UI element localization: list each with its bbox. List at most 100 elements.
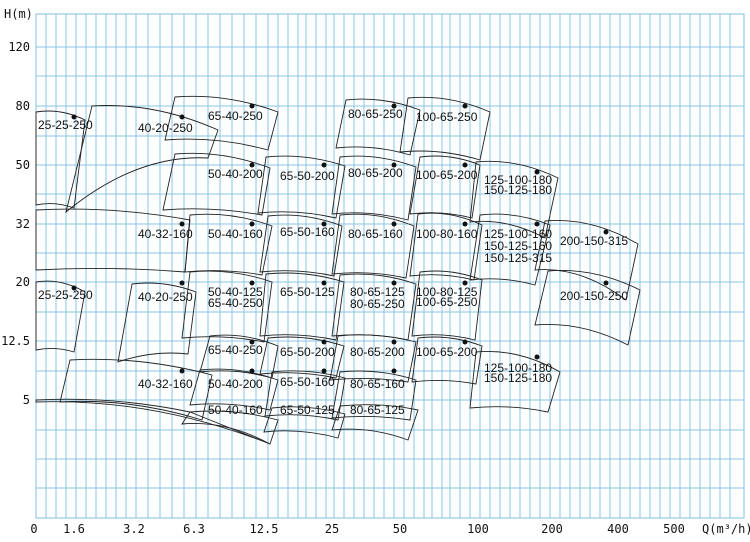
pump-region-outline — [469, 213, 551, 286]
model-label: 50-40-200 — [208, 377, 263, 391]
rated-point — [462, 280, 468, 286]
pump-region-outline — [65, 105, 219, 214]
x-tick-label: 12.5 — [250, 522, 279, 536]
model-label: 100-80-160 — [416, 227, 478, 241]
model-label: 25-25-250 — [38, 118, 93, 132]
model-label: 80-65-250 — [350, 297, 405, 311]
pump-region-outline — [331, 404, 419, 441]
pump-region-outline — [257, 155, 346, 219]
rated-point — [534, 354, 540, 360]
model-label: 150-125-180 — [484, 371, 552, 385]
x-tick-label: 500 — [663, 522, 685, 536]
rated-point — [321, 221, 327, 227]
pump-region-outline — [35, 110, 86, 209]
pump-region-outline — [162, 152, 271, 216]
pump-region-outline — [184, 213, 273, 276]
x-axis-title: Q(m³/h) — [702, 522, 750, 536]
pump-region-outline — [259, 272, 345, 341]
rated-point — [321, 339, 327, 345]
model-label: 125-100-180 — [484, 173, 552, 187]
y-tick-label: 12.5 — [1, 334, 30, 348]
rated-point — [249, 280, 255, 286]
model-label: 25-25-250 — [38, 288, 93, 302]
y-tick-label: 80 — [16, 99, 30, 113]
pump-region-outline — [331, 370, 417, 421]
model-label: 65-50-160 — [280, 375, 335, 389]
model-label: 80-65-125 — [350, 285, 405, 299]
x-tick-label: 3.2 — [123, 522, 145, 536]
pump-region-outline — [335, 98, 421, 156]
pump-region-outline — [329, 334, 417, 383]
model-label: 80-65-250 — [348, 107, 403, 121]
x-tick-label: 100 — [467, 522, 489, 536]
model-label: 50-40-125 — [208, 285, 263, 299]
y-tick-label: 20 — [16, 275, 30, 289]
rated-point — [462, 162, 468, 168]
rated-point — [462, 103, 468, 109]
model-label: 125-100-160 — [484, 227, 552, 241]
model-label: 80-65-160 — [350, 377, 405, 391]
x-tick-label: 1.6 — [63, 522, 85, 536]
model-label: 80-65-160 — [348, 227, 403, 241]
model-label: 80-65-125 — [350, 403, 405, 417]
pump-region-outline — [331, 213, 415, 279]
model-label: 65-50-125 — [280, 285, 335, 299]
rated-point — [391, 221, 397, 227]
model-label: 65-50-200 — [280, 345, 335, 359]
rated-point — [603, 280, 609, 286]
model-label: 100-65-250 — [416, 295, 478, 309]
rated-point — [462, 339, 468, 345]
pump-region-outline — [189, 368, 279, 411]
model-label: 100-65-200 — [416, 345, 478, 359]
rated-point — [249, 368, 255, 374]
pump-region-outline — [35, 280, 86, 353]
y-tick-label: 5 — [23, 393, 30, 407]
x-tick-label: 0 — [30, 522, 37, 536]
x-tick-label: 400 — [607, 522, 629, 536]
model-label: 80-65-200 — [350, 345, 405, 359]
rated-point — [391, 162, 397, 168]
model-label: 200-150-315 — [560, 234, 628, 248]
x-tick-label: 25 — [325, 522, 339, 536]
model-label: 100-65-200 — [416, 168, 478, 182]
model-label: 40-20-250 — [138, 290, 193, 304]
model-label: 100-65-250 — [416, 110, 478, 124]
model-label: 125-100-180 — [484, 361, 552, 375]
rated-point — [534, 169, 540, 175]
rated-point — [391, 280, 397, 286]
rated-point — [71, 285, 77, 291]
model-label: 40-32-160 — [138, 377, 193, 391]
pump-region-outline — [264, 370, 346, 421]
pump-region-outline — [181, 270, 273, 343]
model-label: 65-40-250 — [208, 343, 263, 357]
model-label: 65-50-125 — [280, 403, 335, 417]
model-labels: 25-25-250 40-20-250 65-40-250 80-65-250 100-… — [38, 107, 628, 417]
model-label: 65-40-250 — [208, 296, 263, 310]
pump-regions — [35, 95, 641, 445]
pump-region-outline — [409, 155, 481, 219]
model-label: 65-50-160 — [280, 225, 335, 239]
model-label: 150-125-160 — [484, 239, 552, 253]
pump-region-outline — [263, 406, 346, 439]
x-tick-label: 50 — [393, 522, 407, 536]
pump-region-outline — [331, 155, 417, 221]
rated-point — [321, 368, 327, 374]
rated-point — [321, 162, 327, 168]
rated-point — [391, 339, 397, 345]
rated-point — [179, 221, 185, 227]
model-label: 200-150-250 — [560, 289, 628, 303]
y-tick-label: 120 — [8, 40, 30, 54]
model-label: 80-65-200 — [348, 166, 403, 180]
rated-point — [321, 280, 327, 286]
x-tick-label: 200 — [541, 522, 563, 536]
rated-point — [179, 114, 185, 120]
pump-region-outline — [534, 270, 641, 346]
x-tick-label: 6.3 — [183, 522, 205, 536]
pump-region-outline — [259, 214, 343, 277]
pump-region-outline — [469, 160, 559, 239]
rated-point — [462, 221, 468, 227]
pump-region-outline — [259, 336, 345, 379]
rated-point — [71, 114, 77, 120]
rated-point — [179, 368, 185, 374]
